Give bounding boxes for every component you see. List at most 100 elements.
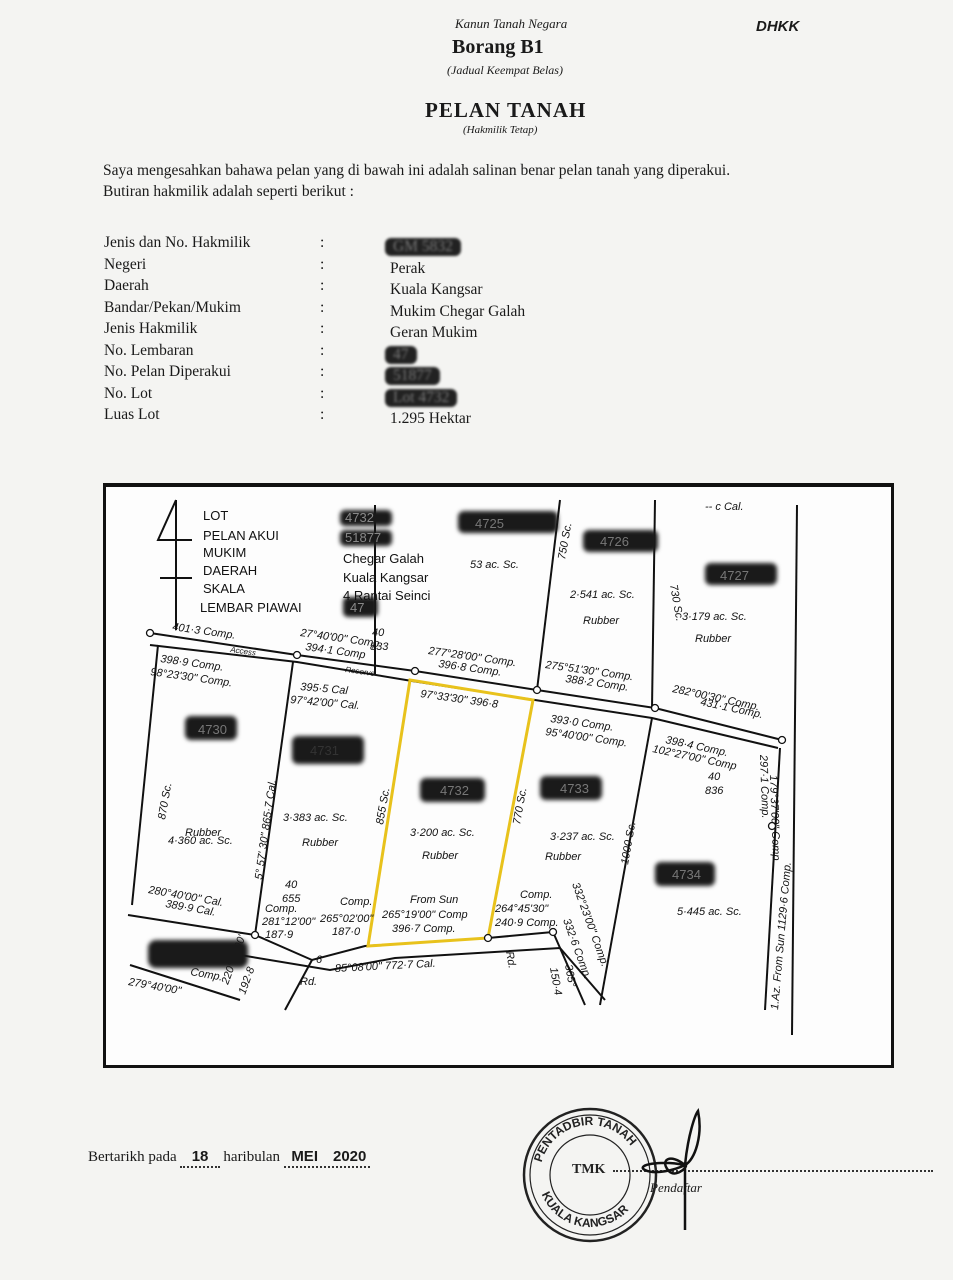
field-colon: : (320, 406, 325, 423)
legend-value-skala: 4 Rantai Seinci (343, 588, 431, 603)
signature-line (613, 1170, 933, 1172)
map-label: 265°02'00" (319, 913, 374, 925)
field-value: Geran Mukim (390, 324, 478, 341)
field-label: Jenis dan No. Hakmilik (104, 234, 251, 251)
map-label: 297·1 Comp. (757, 754, 771, 819)
redacted-lot (148, 940, 248, 968)
lot-number: 4734 (672, 867, 701, 882)
map-label: Reserve (345, 665, 376, 678)
field-value: Mukim Chegar Galah (390, 302, 526, 320)
map-label: 97°42'00" Cal. (290, 694, 361, 712)
field-colon: : (320, 277, 325, 294)
map-label: Rubber (185, 827, 222, 839)
map-label: 655 (282, 893, 301, 905)
map-label: 750 Sc. (556, 522, 574, 561)
survey-marks (145, 628, 787, 943)
map-label: 730 Sc. (667, 583, 685, 622)
map-label: 240·9 Comp. (494, 917, 559, 929)
field-label: Daerah (104, 277, 149, 294)
lot-number: 4733 (560, 781, 589, 796)
map-label: 5·445 ac. Sc. (677, 906, 742, 918)
field-value: Lot 4732 (385, 388, 458, 407)
field-colon: : (320, 255, 325, 273)
legend-label-pelan: PELAN AKUI (203, 528, 279, 543)
map-label: 365° (562, 963, 578, 988)
legend-label-daerah: DAERAH (203, 563, 257, 578)
legend-value-lembar: 47 (350, 600, 364, 615)
stamp-top-text: PENTADBIR TANAH (531, 1114, 639, 1164)
map-label: 264°45'30" (494, 903, 549, 915)
plan-legend: LOT PELAN AKUI MUKIM DAERAH SKALA LEMBAR… (200, 508, 431, 617)
field-colon: : (320, 234, 325, 251)
field-value: 47 (385, 345, 417, 364)
map-label: 150·4 (547, 966, 564, 996)
law-name: Kanun Tanah Negara (455, 16, 568, 31)
date-day: 18 (191, 1148, 209, 1165)
map-label: 187·9 (265, 929, 293, 941)
form-name: Borang B1 (452, 36, 544, 58)
registrar-label: Pendaftar (650, 1180, 702, 1195)
field-value: 51877 (385, 367, 440, 385)
map-label: 4·360 ac. Sc. (168, 835, 233, 847)
svg-text:KUALA KANGSAR: KUALA KANGSAR (539, 1189, 631, 1230)
legend-value-daerah: Kuala Kangsar (343, 570, 429, 585)
field-label: Negeri (104, 255, 147, 273)
date-line: Bertarikh pada 18 haribulan MEI 2020 (88, 1148, 371, 1168)
svg-text:PENTADBIR TANAH: PENTADBIR TANAH (531, 1114, 639, 1164)
legend-label-lot: LOT (203, 508, 228, 523)
field-colon: : (320, 320, 325, 337)
map-label: Rubber (545, 851, 582, 863)
lot-number: 4731 (310, 743, 339, 758)
map-label: Rubber (422, 850, 459, 862)
map-label: 3·383 ac. Sc. (283, 812, 348, 824)
map-label: 836 (705, 785, 724, 797)
field-colon: : (320, 341, 325, 359)
map-label: Comp. (265, 903, 297, 915)
map-label: Rubber (583, 615, 620, 627)
stamp-center-text: TMK (572, 1162, 606, 1177)
dated-label: Bertarikh pada (88, 1149, 177, 1165)
lot-number: 4726 (600, 534, 629, 549)
legend-value-lot: 4732 (345, 510, 374, 525)
date-month: MEI (291, 1148, 318, 1165)
map-label: Rubber (695, 633, 732, 645)
intro-line-2: Butiran hakmilik adalah seperti berikut … (103, 183, 354, 200)
legend-label-mukim: MUKIM (203, 545, 246, 560)
map-label: 1000 Sc. (619, 821, 638, 866)
map-label: 281°12'00" (261, 916, 316, 928)
lot-number: 4727 (720, 568, 749, 583)
field-label: No. Lot (104, 384, 153, 402)
map-label: 85°08'00" 772·7 Cal. (335, 958, 436, 975)
map-label: Rd. (300, 976, 317, 988)
field-label: Bandar/Pekan/Mukim (104, 298, 241, 316)
legend-label-lembar: LEMBAR PIAWAI (200, 600, 302, 615)
legend-label-skala: SKALA (203, 581, 245, 596)
map-label: 265°19'00" Comp (381, 909, 468, 921)
date-year: 2020 (332, 1148, 367, 1165)
map-label: Comp. (189, 966, 223, 983)
field-value: 1.295 Hektar (390, 410, 471, 427)
map-label: -- c Cal. (705, 501, 744, 513)
lot-number: 4725 (475, 516, 504, 531)
map-label: 53 ac. Sc. (470, 559, 519, 571)
field-label: Jenis Hakmilik (104, 320, 198, 337)
field-value: Kuala Kangsar (390, 281, 483, 298)
field-value: GM 5832 (385, 238, 461, 256)
official-stamp: PENTADBIR TANAH KUALA KANGSAR TMK (522, 1107, 658, 1243)
intro-text: Saya mengesahkan bahawa pelan yang di ba… (103, 160, 863, 202)
map-label: 396·7 Comp. (392, 923, 456, 935)
map-label: 3·200 ac. Sc. (410, 827, 475, 839)
map-label: 40 (285, 879, 298, 891)
map-label: 187·0 (332, 926, 361, 938)
map-label: 40 (708, 771, 721, 783)
map-label: 6 (316, 954, 323, 966)
map-label: Comp. (340, 896, 372, 908)
stamp-bottom-text: KUALA KANGSAR (539, 1189, 631, 1230)
month-label: haribulan (223, 1149, 281, 1165)
document-code: DHKK (756, 18, 800, 35)
map-label: 870 Sc. (156, 782, 174, 821)
map-label: 179°37'00" Comp. (767, 775, 782, 864)
page-subtitle: (Hakmilik Tetap) (463, 124, 538, 136)
field-colon: : (320, 384, 325, 402)
